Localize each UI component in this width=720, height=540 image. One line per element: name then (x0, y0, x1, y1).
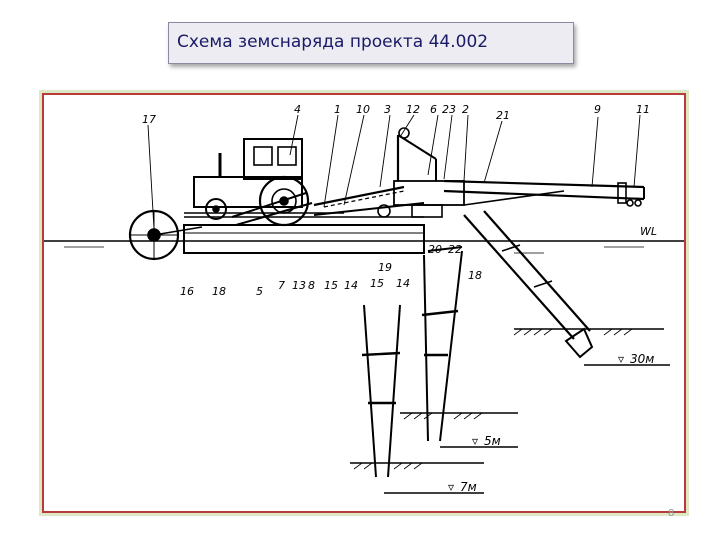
bottom-label: 15 (324, 279, 338, 292)
slide-title-box: Схема земснаряда проекта 44.002 (168, 22, 574, 64)
vertical-suction-pipe-2 (421, 246, 463, 442)
water-label: WL (640, 225, 657, 238)
callout-label: 17 (142, 113, 156, 126)
callout-label: 10 (356, 103, 370, 116)
crane (396, 127, 437, 181)
bottom-label: 22 (448, 243, 462, 256)
main-truss (313, 180, 465, 218)
bottom-label: 18 (212, 285, 226, 298)
leader-lines (147, 114, 641, 230)
depth-triangle-icon: ▿ (448, 480, 454, 494)
callout-labels: 17 4 1 10 3 12 6 23 2 21 9 11 (142, 103, 650, 126)
callout-label: 2 (462, 103, 469, 116)
bottom-labels: 16 18 5 7 13 8 15 14 15 14 19 20 22 18 (180, 243, 482, 298)
bottom-label: 8 (308, 279, 315, 292)
bottom-label: 14 (344, 279, 358, 292)
depth-triangle-icon: ▿ (472, 434, 478, 448)
bottom-label: 18 (468, 269, 482, 282)
vertical-suction-pipe-1 (361, 304, 401, 478)
depth-labels: ▿ 30м ▿ 5м ▿ 7м (448, 352, 654, 494)
callout-label: 1 (334, 103, 341, 116)
water-level-label: WL (640, 225, 657, 238)
water-line (44, 240, 684, 254)
bottom-label: 5 (256, 285, 263, 298)
cutter-wheel (128, 209, 203, 261)
belt-drive (231, 192, 313, 226)
inclined-suction-pipe (463, 210, 594, 359)
bottom-label: 13 (292, 279, 306, 292)
slide-title: Схема земснаряда проекта 44.002 (177, 32, 489, 52)
callout-label: 9 (594, 103, 601, 116)
depth-triangle-icon: ▿ (618, 352, 624, 366)
bottom-label: 7 (278, 279, 285, 292)
bottom-label: 14 (396, 277, 410, 290)
depth-label-5m: 5м (484, 434, 501, 448)
dredger-diagram: 17 4 1 10 3 12 6 23 2 21 9 11 16 18 5 7 … (44, 103, 684, 494)
pontoon-hull (183, 216, 425, 254)
callout-label: 21 (496, 109, 510, 122)
tractor (184, 138, 344, 227)
bottom-label: 15 (370, 277, 384, 290)
seabed-7m (350, 462, 484, 494)
diagram-frame: 17 4 1 10 3 12 6 23 2 21 9 11 16 18 5 7 … (42, 93, 686, 513)
discharge-boom (443, 179, 645, 207)
callout-label: 4 (294, 103, 301, 116)
callout-label: 6 (430, 103, 437, 116)
depth-label-7m: 7м (460, 480, 477, 494)
bottom-label: 20 (428, 243, 442, 256)
callout-label: 12 (406, 103, 420, 116)
seabed-5m (400, 412, 518, 448)
seabed-30m (513, 328, 670, 366)
bottom-label: 19 (378, 261, 392, 274)
depth-label-30m: 30м (630, 352, 654, 366)
callout-label: 23 (442, 103, 456, 116)
bottom-label: 16 (180, 285, 194, 298)
page-number: 8 (668, 508, 675, 519)
callout-label: 11 (636, 103, 650, 116)
callout-label: 3 (384, 103, 391, 116)
